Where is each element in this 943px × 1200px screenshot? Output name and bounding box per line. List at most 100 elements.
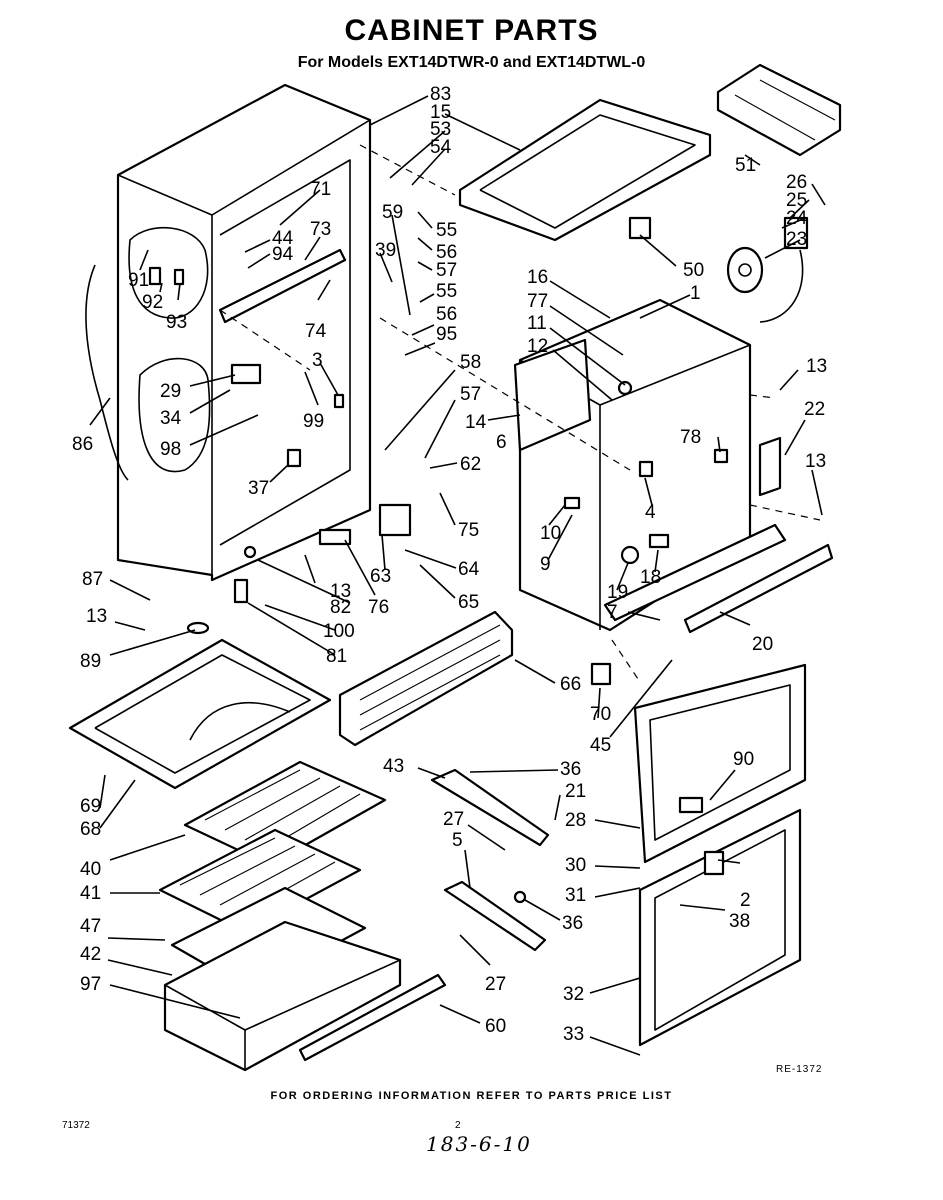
callout: 62 xyxy=(460,454,481,475)
callout: 58 xyxy=(460,352,481,373)
callout: 31 xyxy=(565,885,586,906)
callout: 56 xyxy=(436,304,457,325)
freezer-shelf-15 xyxy=(458,98,712,242)
callout: 89 xyxy=(80,651,101,672)
callout: 76 xyxy=(368,597,389,618)
document-number: 71372 xyxy=(62,1120,90,1131)
callout: 25 xyxy=(786,190,807,211)
callout: 21 xyxy=(565,781,586,802)
callout: 75 xyxy=(458,520,479,541)
callout: 54 xyxy=(430,137,452,158)
wire-shelf-40 xyxy=(183,760,387,867)
callout: 97 xyxy=(80,974,101,995)
leader-lines xyxy=(89,95,826,1056)
callout: 81 xyxy=(326,646,347,667)
callout: 98 xyxy=(160,439,181,460)
callout: 4 xyxy=(645,502,656,523)
callout: 13 xyxy=(805,451,826,472)
callout: 42 xyxy=(80,944,101,965)
callout: 41 xyxy=(80,883,101,904)
callout: 33 xyxy=(563,1024,584,1045)
callout: 13 xyxy=(86,606,107,627)
callout: 43 xyxy=(383,756,404,777)
callout: 57 xyxy=(436,260,457,281)
callout: 11 xyxy=(527,313,547,334)
page-subtitle: For Models EXT14DTWR-0 and EXT14DTWL-0 xyxy=(297,54,646,71)
callout: 77 xyxy=(527,291,548,312)
callout: 36 xyxy=(560,759,581,780)
callout: 91 xyxy=(128,270,149,291)
callout: 10 xyxy=(540,523,561,544)
callout: 87 xyxy=(82,569,103,590)
page-title: CABINET PARTS xyxy=(344,14,599,47)
callout: 27 xyxy=(485,974,506,995)
callout: 6 xyxy=(496,432,507,453)
callout: 95 xyxy=(436,324,457,345)
callout: 94 xyxy=(272,244,294,265)
door-gaskets xyxy=(633,663,807,1047)
callout: 13 xyxy=(806,356,827,377)
callout: 57 xyxy=(460,384,481,405)
callout: 23 xyxy=(786,229,807,250)
callout: 32 xyxy=(563,984,584,1005)
drip-tray-68 xyxy=(68,638,332,790)
callout: 19 xyxy=(607,582,628,603)
callout: 100 xyxy=(323,621,355,642)
callout: 68 xyxy=(80,819,101,840)
outer-cabinet-shell xyxy=(85,83,412,635)
callout: 74 xyxy=(305,321,327,342)
callout: 5 xyxy=(452,830,463,851)
callout: 69 xyxy=(80,796,101,817)
callout: 92 xyxy=(142,292,163,313)
callout: 2 xyxy=(740,890,751,911)
callout: 36 xyxy=(562,913,583,934)
callout: 55 xyxy=(436,281,457,302)
callout: 99 xyxy=(303,411,324,432)
callout: 93 xyxy=(166,312,187,333)
callout: 63 xyxy=(370,566,391,587)
callout: 86 xyxy=(72,434,93,455)
callout: 71 xyxy=(310,179,331,200)
callout: 28 xyxy=(565,810,586,831)
callout: 53 xyxy=(430,119,451,140)
fan-assembly xyxy=(628,216,809,323)
callout: 20 xyxy=(752,634,773,655)
page-number: 2 xyxy=(455,1120,461,1131)
callout: 13 xyxy=(330,581,351,602)
drawing-number: RE-1372 xyxy=(776,1064,823,1075)
callout: 38 xyxy=(729,911,750,932)
cabinet-liner-1 xyxy=(513,298,782,632)
callout: 18 xyxy=(640,567,661,588)
callout: 78 xyxy=(680,427,701,448)
crisper-assembly xyxy=(163,886,447,1072)
callout: 15 xyxy=(430,102,451,123)
callout: 44 xyxy=(272,228,294,249)
callout: 29 xyxy=(160,381,181,402)
callout: 27 xyxy=(443,809,464,830)
callout: 45 xyxy=(590,735,611,756)
callout-labels: 83 15 53 54 71 44 94 73 91 92 93 59 39 5… xyxy=(72,84,827,1045)
callout: 50 xyxy=(683,260,704,281)
callout: 59 xyxy=(382,202,403,223)
callout: 64 xyxy=(458,559,480,580)
callout: 65 xyxy=(458,592,479,613)
callout: 51 xyxy=(735,155,756,176)
callout: 7 xyxy=(607,602,618,623)
callout: 34 xyxy=(160,408,182,429)
callout: 66 xyxy=(560,674,581,695)
callout: 39 xyxy=(375,240,396,261)
callout: 16 xyxy=(527,267,548,288)
callout: 47 xyxy=(80,916,101,937)
callout: 73 xyxy=(310,219,331,240)
callout: 90 xyxy=(733,749,754,770)
callout: 37 xyxy=(248,478,269,499)
callout: 55 xyxy=(436,220,457,241)
callout: 24 xyxy=(786,208,808,229)
callout: 3 xyxy=(312,350,323,371)
handwritten-note: 183-6-10 xyxy=(426,1132,532,1156)
callout: 56 xyxy=(436,242,457,263)
assembly-lines xyxy=(219,144,821,683)
callout: 12 xyxy=(527,336,548,357)
wire-shelf-41 xyxy=(158,828,362,934)
